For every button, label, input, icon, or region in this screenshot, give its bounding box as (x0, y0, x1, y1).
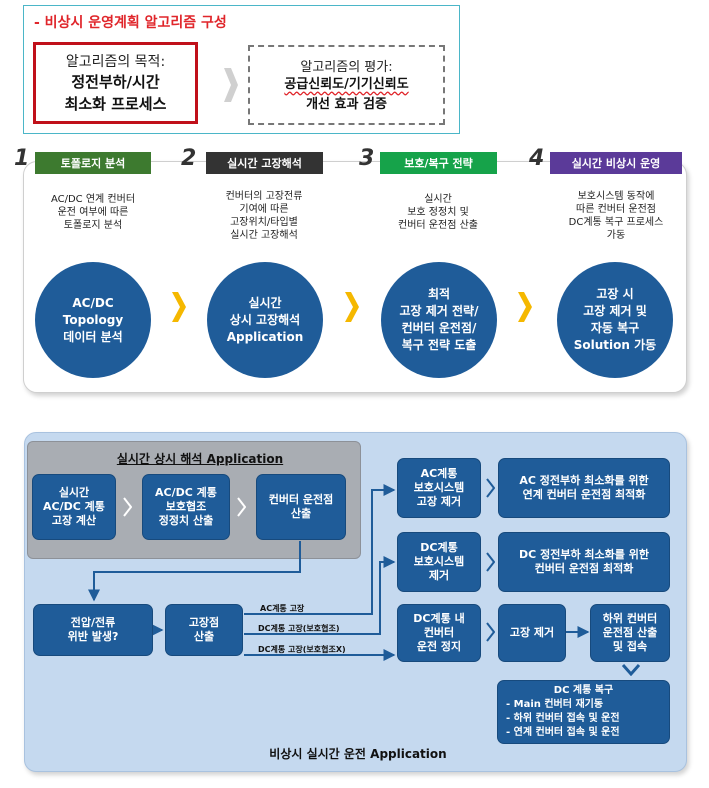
dc-restore-item: - 하위 컨버터 접속 및 운전 (506, 713, 620, 724)
step-label-2: 실시간 고장해석 (206, 152, 323, 174)
step-number-4: 4 (529, 146, 545, 171)
chevron-right-icon (237, 497, 246, 517)
step-label-1: 토폴로지 분석 (35, 152, 151, 174)
evaluation-box: 알고리즘의 평가: 공급신뢰도/기기신뢰도 개선 효과 검증 (248, 45, 445, 125)
step-number-3: 3 (359, 146, 375, 171)
emergency-app-title: 비상시 실시간 운전 Application (269, 747, 447, 761)
dc-restore-box: DC 계통 복구 - Main 컨버터 재기동 - 하위 컨버터 접속 및 운전… (497, 680, 670, 744)
realtime-analysis-title: 실시간 상시 해석 Application (116, 452, 284, 466)
dc-restore-title: DC 계통 복구 (553, 685, 614, 696)
goal-line-3: 최소화 프로세스 (64, 95, 167, 113)
chevron-right-icon (486, 478, 495, 498)
chevron-right-icon (224, 68, 238, 102)
evaluation-line-2: 공급신뢰도/기기신뢰도 (284, 76, 409, 92)
algorithm-overview-box: - 비상시 운영계획 알고리즘 구성 알고리즘의 목적: 정전부하/시간 최소화… (23, 5, 460, 134)
line-label-dc-fault-coordinated: DC계통 고장(보호협조) (258, 624, 340, 633)
chevron-right-icon (345, 292, 359, 322)
step-number-1: 1 (14, 146, 30, 171)
step-label-4: 실시간 비상시 운영 (550, 152, 682, 174)
step-label-3: 보호/복구 전략 (380, 152, 497, 174)
step-number-2: 2 (181, 146, 197, 171)
chevron-down-icon (622, 664, 640, 676)
evaluation-line-3: 개선 효과 검증 (306, 96, 387, 112)
chevron-right-icon (172, 292, 186, 322)
goal-label: 알고리즘의 목적: (65, 54, 166, 70)
chevron-right-icon (486, 622, 495, 642)
line-label-dc-fault-uncoordinated: DC계통 고장(보호협조X) (258, 645, 346, 654)
chevron-right-icon (486, 552, 495, 572)
algorithm-title: - 비상시 운영계획 알고리즘 구성 (34, 15, 227, 31)
evaluation-label: 알고리즘의 평가: (300, 59, 393, 75)
fault-removal-box: 고장 제거 (498, 604, 566, 662)
goal-line-2: 정전부하/시간 (71, 73, 160, 91)
goal-box: 알고리즘의 목적: 정전부하/시간 최소화 프로세스 (33, 42, 198, 124)
chevron-right-icon (518, 292, 532, 322)
line-label-ac-fault: AC계통 고장 (260, 604, 305, 613)
dc-restore-item: - Main 컨버터 재기동 (506, 699, 604, 710)
chevron-right-icon (123, 497, 132, 517)
dc-restore-item: - 연계 컨버터 접속 및 운전 (506, 727, 620, 738)
